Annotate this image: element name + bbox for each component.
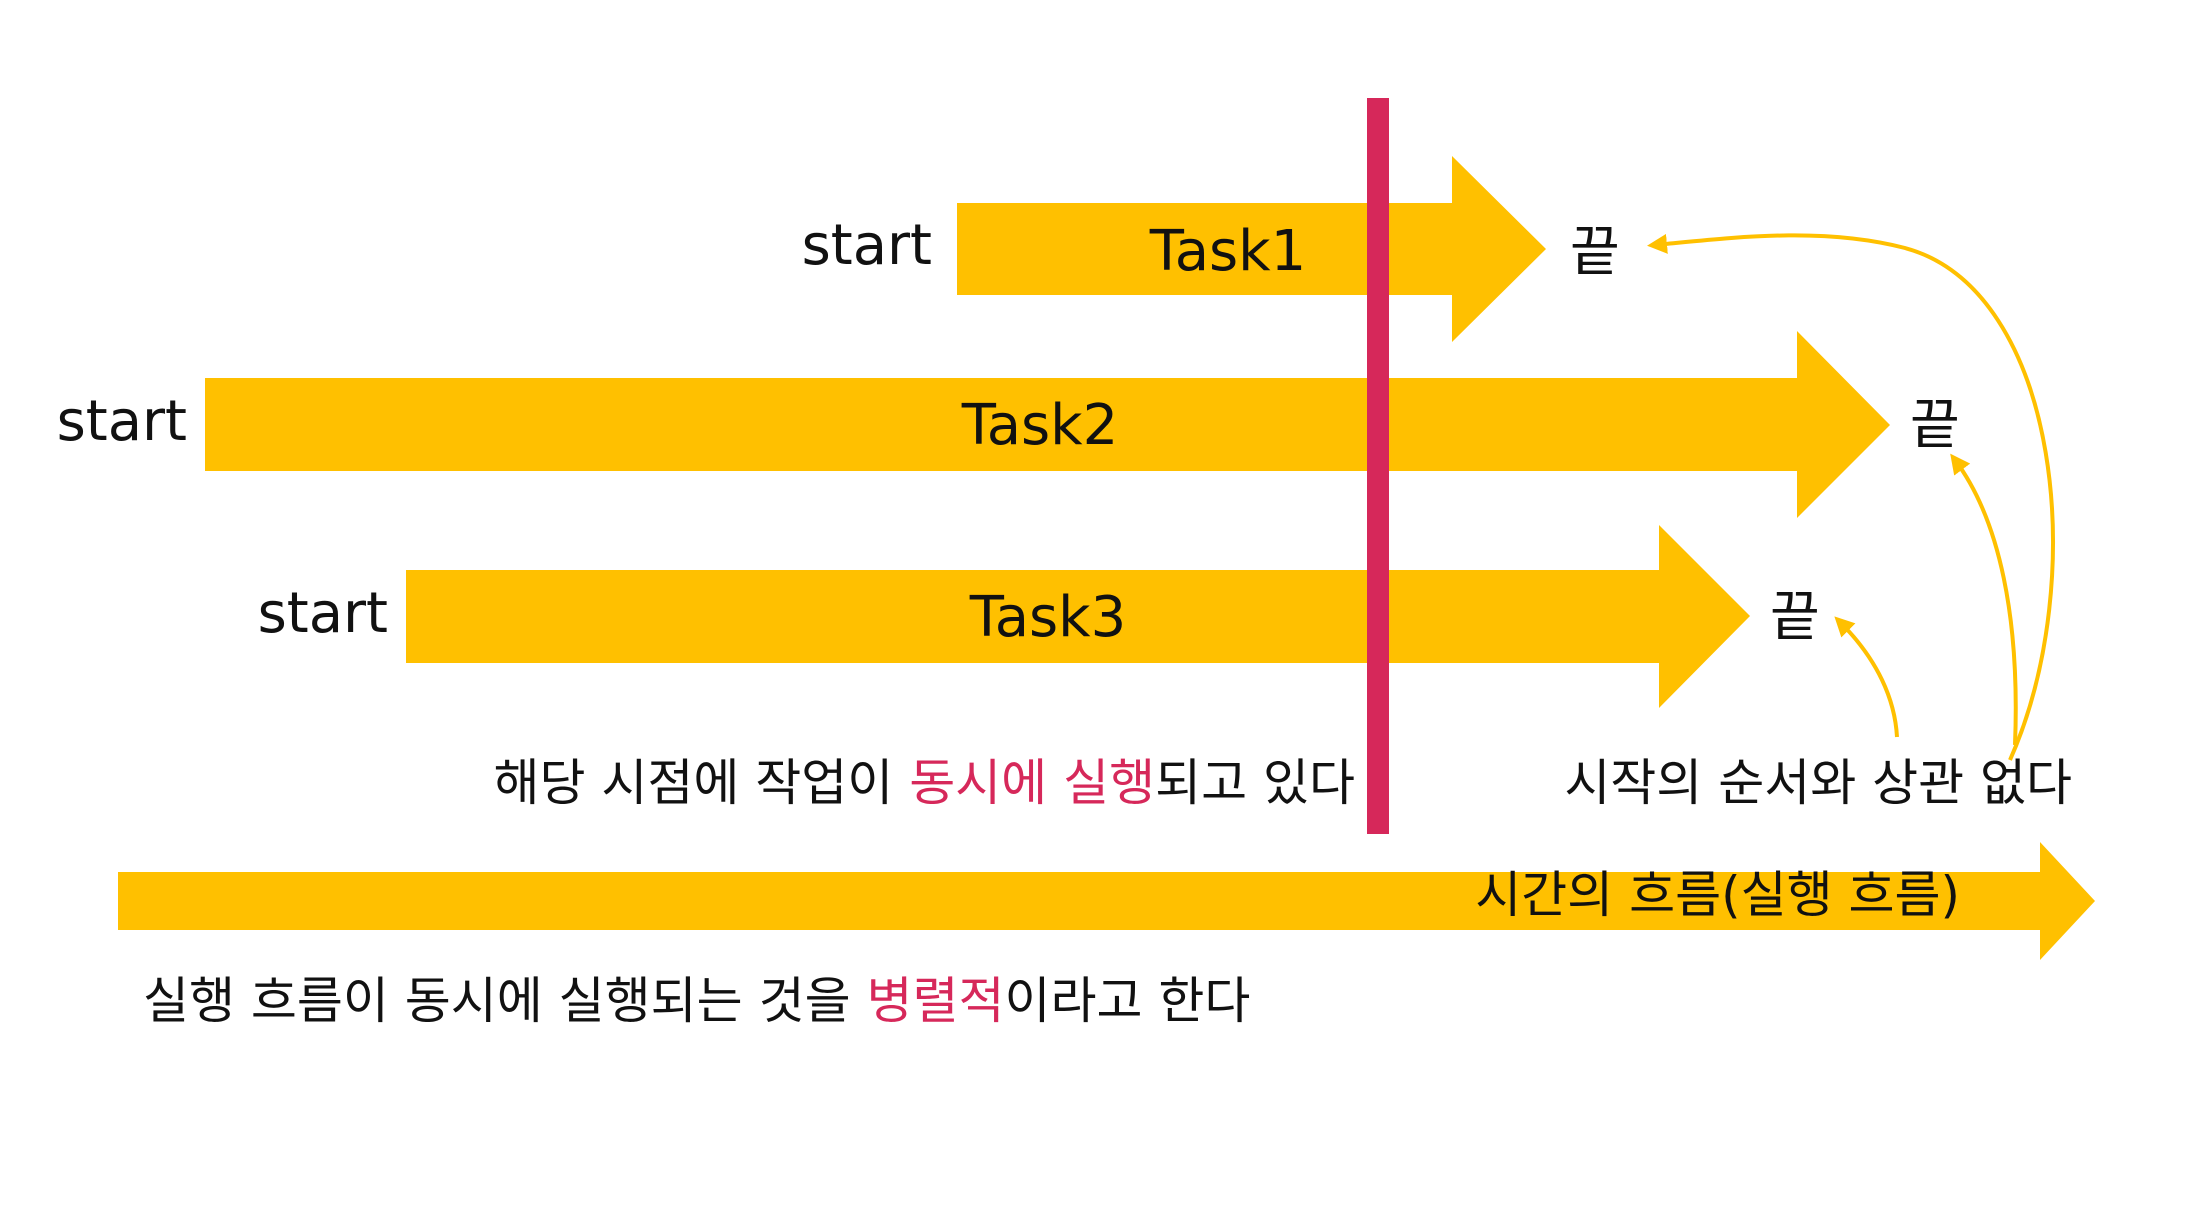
task1-end-label: 끝 — [1570, 220, 1620, 283]
task3-arrow — [406, 525, 1750, 708]
concurrency-note-highlight: 동시에 실행 — [909, 754, 1155, 812]
task2-label: Task2 — [961, 393, 1119, 458]
task2-start-label: start — [57, 389, 187, 454]
definition-note: 실행 흐름이 동시에 실행되는 것을 병렬적이라고 한다 — [143, 972, 1250, 1030]
timeline-label: 시간의 흐름(실행 흐름) — [1475, 866, 1960, 924]
concurrency-note-prefix: 해당 시점에 작업이 — [494, 754, 910, 812]
task1-arrow — [957, 156, 1546, 342]
curve-arrow-to-task3-end — [1834, 616, 1899, 738]
task3-end-label: 끝 — [1770, 585, 1820, 648]
definition-note-highlight: 병렬적 — [866, 972, 1004, 1030]
task1-label: Task1 — [1149, 219, 1307, 284]
task3-start-label: start — [258, 581, 388, 646]
definition-note-suffix: 이라고 한다 — [1004, 972, 1250, 1030]
task2-end-label: 끝 — [1910, 393, 1960, 456]
curve-arrow-to-task2-end — [1950, 453, 2018, 746]
timeline-arrow — [118, 842, 2095, 960]
order-note: 시작의 순서와 상관 없다 — [1564, 754, 2072, 812]
curve-arrow-to-task1-end — [1647, 233, 2055, 761]
task1-start-label: start — [802, 213, 932, 278]
definition-note-prefix: 실행 흐름이 동시에 실행되는 것을 — [143, 972, 866, 1030]
concurrency-note: 해당 시점에 작업이 동시에 실행되고 있다 — [494, 754, 1356, 812]
task2-arrow — [205, 331, 1890, 518]
concurrency-note-suffix: 되고 있다 — [1155, 754, 1355, 812]
task3-label: Task3 — [969, 585, 1127, 650]
concurrency-marker-line — [1367, 98, 1389, 834]
